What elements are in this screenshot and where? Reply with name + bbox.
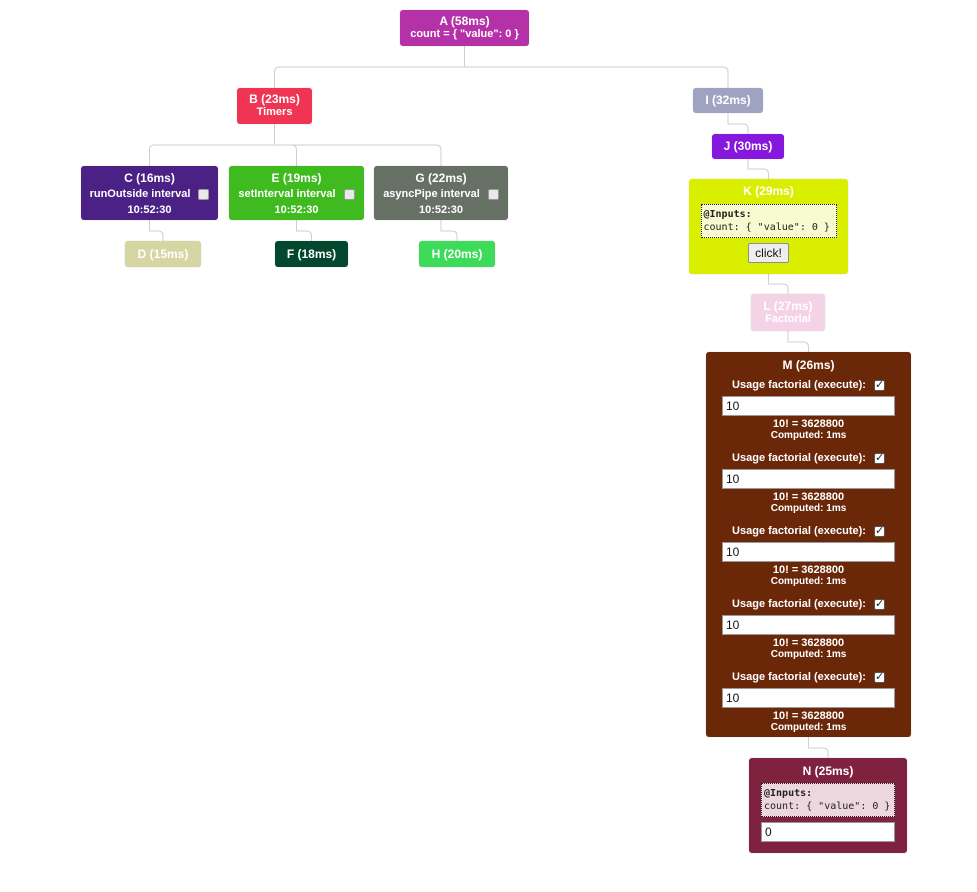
node-l-title: L (27ms) [763,299,813,313]
edge-i-j [727,113,749,134]
factorial-result: 10! = 3628800 [772,491,845,503]
node-m-title: M (26ms) [782,358,835,372]
node-d-title: D (15ms) [137,247,189,261]
factorial-input[interactable]: 10 [722,615,895,635]
execute-checkbox[interactable] [873,670,885,684]
node-k-title: K (29ms) [743,184,794,198]
factorial-computed: Computed: 1ms [770,430,847,441]
edge-c-d [149,220,164,241]
node-d[interactable]: D (15ms) [125,241,201,267]
factorial-item: Usage factorial (execute): 10 10! = 362880… [706,378,911,441]
node-e-label: setInterval interval [238,188,336,200]
node-b-title: B (23ms) [249,92,300,106]
node-g-title: G (22ms) [415,171,467,185]
node-j-title: J (30ms) [723,139,773,153]
node-l-subtitle: Factorial [765,313,811,325]
edge-j-k [747,159,769,179]
edge-e-f [296,220,312,241]
node-f-title: F (18ms) [286,247,337,261]
factorial-computed: Computed: 1ms [770,503,847,514]
factorial-item: Usage factorial (execute): 10 10! = 362880… [706,524,911,587]
factorial-result: 10! = 3628800 [772,637,845,649]
node-c[interactable]: C (16ms) runOutside interval 10:52:30 [81,166,218,220]
node-e[interactable]: E (19ms) setInterval interval 10:52:30 [229,166,364,220]
node-h[interactable]: H (20ms) [419,241,495,267]
factorial-list: Usage factorial (execute): 10 10! = 362880… [706,378,911,733]
factorial-result: 10! = 3628800 [772,564,845,576]
node-n[interactable]: N (25ms) @Inputs: count: { "value": 0 } … [749,758,907,853]
execute-checkbox[interactable] [873,451,885,465]
factorial-label: Usage factorial (execute): [732,379,866,391]
node-e-time: 10:52:30 [274,204,319,216]
node-n-inputs: @Inputs: count: { "value": 0 } [761,783,895,817]
factorial-input[interactable]: 10 [722,396,895,416]
node-e-title: E (19ms) [271,171,322,185]
node-k-inputs-label: @Inputs: [703,209,752,220]
edge-g-h [440,220,458,241]
factorial-result: 10! = 3628800 [772,710,845,722]
node-l[interactable]: L (27ms) Factorial [751,294,825,331]
factorial-computed: Computed: 1ms [770,649,847,660]
node-g[interactable]: G (22ms) asyncPipe interval 10:52:30 [374,166,508,220]
node-k-inputs: @Inputs: count: { "value": 0 } [700,204,837,238]
factorial-label: Usage factorial (execute): [732,525,866,537]
edge-l-m [787,331,809,352]
edge-k-l [768,274,789,294]
execute-checkbox[interactable] [873,378,885,392]
execute-checkbox[interactable] [873,524,885,538]
node-m[interactable]: M (26ms) Usage factorial (execute): 10 10!… [706,352,911,737]
factorial-item: Usage factorial (execute): 10 10! = 362880… [706,451,911,514]
factorial-item: Usage factorial (execute): 10 10! = 362880… [706,670,911,733]
node-c-label: runOutside interval [89,188,191,200]
factorial-input[interactable]: 10 [722,688,895,708]
edge-a-b [274,46,465,88]
edge-m-n [808,737,829,758]
node-e-checkbox[interactable] [343,188,355,200]
node-j[interactable]: J (30ms) [712,134,784,159]
execute-checkbox[interactable] [873,597,885,611]
factorial-result: 10! = 3628800 [772,418,845,430]
factorial-computed: Computed: 1ms [770,722,847,733]
node-c-time: 10:52:30 [127,204,172,216]
node-k-inputs-value: count: { "value": 0 } [703,222,830,233]
node-i-title: I (32ms) [705,93,751,107]
click-button[interactable]: click! [748,243,789,263]
node-g-label: asyncPipe interval [383,188,480,200]
node-h-title: H (20ms) [431,247,483,261]
node-b-subtitle: Timers [256,106,293,118]
factorial-label: Usage factorial (execute): [732,671,866,683]
factorial-item: Usage factorial (execute): 10 10! = 362880… [706,597,911,660]
factorial-computed: Computed: 1ms [770,576,847,587]
node-n-inputs-value: count: { "value": 0 } [764,801,891,812]
node-n-inputs-label: @Inputs: [764,788,813,799]
node-k[interactable]: K (29ms) @Inputs: count: { "value": 0 } … [689,179,848,274]
node-a-title: A (58ms) [439,14,490,28]
node-g-checkbox[interactable] [487,188,499,200]
node-g-time: 10:52:30 [418,204,464,216]
factorial-label: Usage factorial (execute): [732,598,866,610]
edge-b-c [149,124,275,166]
node-c-checkbox[interactable] [198,188,210,200]
factorial-label: Usage factorial (execute): [732,452,866,464]
node-a-count: count = { "value": 0 } [410,28,519,40]
node-a[interactable]: A (58ms) count = { "value": 0 } [400,10,529,46]
factorial-input[interactable]: 10 [722,542,895,562]
node-c-title: C (16ms) [124,171,175,185]
factorial-input[interactable]: 10 [722,469,895,489]
node-b[interactable]: B (23ms) Timers [237,88,312,124]
node-n-title: N (25ms) [802,764,854,778]
node-i[interactable]: I (32ms) [693,88,763,113]
edge-a-i [464,46,729,88]
node-f[interactable]: F (18ms) [275,241,348,267]
node-n-input[interactable]: 0 [761,822,895,842]
edge-b-g [274,124,442,166]
